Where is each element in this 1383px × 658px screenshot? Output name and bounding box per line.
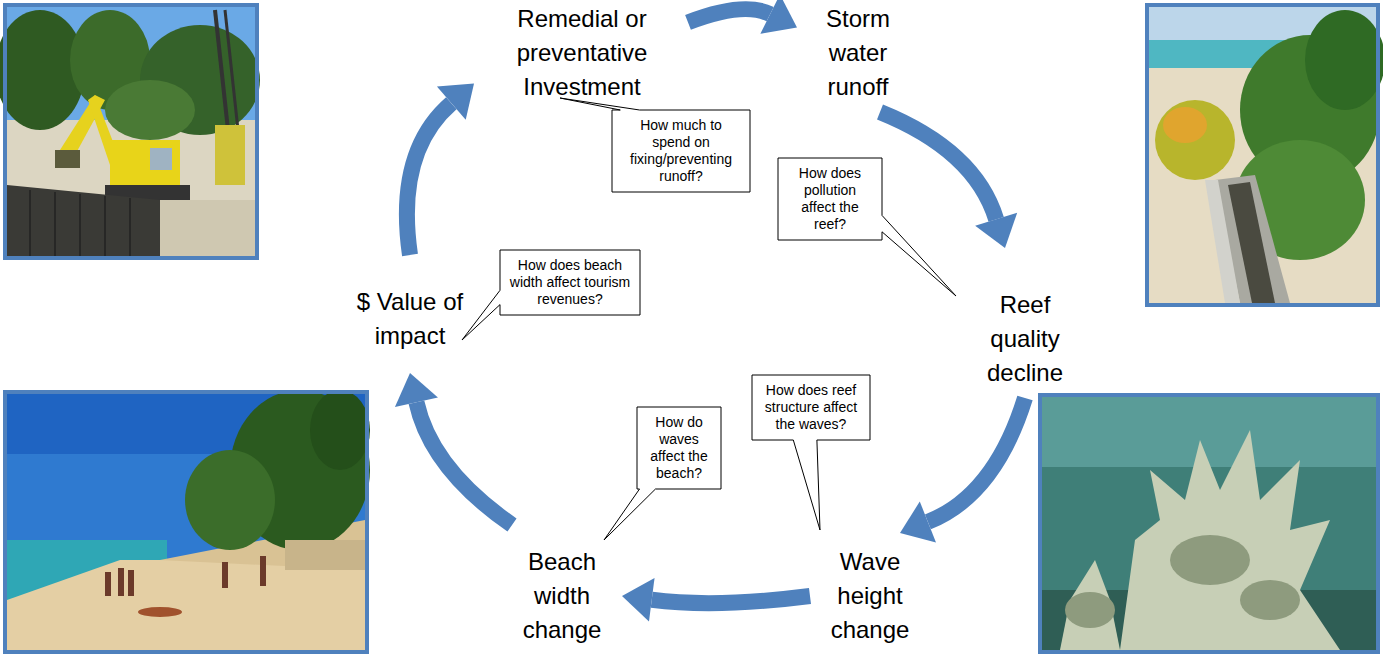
cycle-arrow — [622, 578, 810, 622]
question-callout: How does pollution affect the reef? — [778, 158, 882, 240]
arrow-head — [900, 501, 936, 542]
stage-text: $ Value of impact — [330, 285, 490, 353]
callout-outline — [560, 98, 750, 192]
callout-outline — [462, 250, 640, 340]
stage-label: $ Value of impact — [330, 285, 490, 353]
stage-label: Wave height change — [820, 545, 920, 647]
arrow-shaft — [652, 596, 810, 603]
callout-text: How does pollution affect the reef? — [786, 165, 874, 233]
callout-text: How do waves affect the beach? — [645, 414, 713, 482]
arrow-shaft — [928, 398, 1025, 522]
arrow-head — [622, 578, 655, 622]
arrow-head — [975, 213, 1017, 248]
arrow-shaft — [688, 9, 770, 22]
callout-outline — [752, 375, 870, 530]
stage-label: Beach width change — [512, 545, 612, 647]
stage-text: Storm water runoff — [803, 2, 913, 104]
callout-text: How does reef structure affect the waves… — [760, 382, 862, 433]
stage-label: Remedial or preventative Investment — [482, 2, 682, 104]
coral-photo — [1040, 395, 1378, 652]
callout-outline — [604, 407, 721, 540]
callout-text: How does beach width affect tourism reve… — [508, 257, 632, 308]
arrow-shaft — [416, 402, 512, 525]
arrow-head — [760, 0, 797, 34]
arrow-shaft — [880, 112, 996, 219]
stage-label: Storm water runoff — [803, 2, 913, 104]
arrow-head — [437, 84, 474, 120]
beach-photo — [5, 390, 370, 652]
construction-photo — [0, 5, 260, 258]
question-callout: How does reef structure affect the waves… — [752, 375, 870, 440]
cycle-arrow — [688, 0, 797, 34]
stage-text: Remedial or preventative Investment — [482, 2, 682, 104]
stage-text: Reef quality decline — [975, 288, 1075, 390]
question-callout: How does beach width affect tourism reve… — [500, 250, 640, 315]
stage-text: Wave height change — [820, 545, 920, 647]
question-callout: How much to spend on fixing/preventing r… — [612, 110, 750, 192]
callout-text: How much to spend on fixing/preventing r… — [620, 117, 742, 185]
question-callout: How do waves affect the beach? — [637, 407, 721, 489]
cycle-arrow — [900, 398, 1025, 542]
arrow-head — [395, 373, 438, 407]
stage-text: Beach width change — [512, 545, 612, 647]
cycle-arrow — [395, 373, 512, 525]
arrow-shaft — [407, 103, 451, 255]
stage-label: Reef quality decline — [975, 288, 1075, 390]
callout-outline — [778, 158, 956, 296]
cycle-arrow — [880, 112, 1017, 248]
cycle-arrow — [407, 84, 474, 255]
drain-photo — [1147, 5, 1383, 305]
